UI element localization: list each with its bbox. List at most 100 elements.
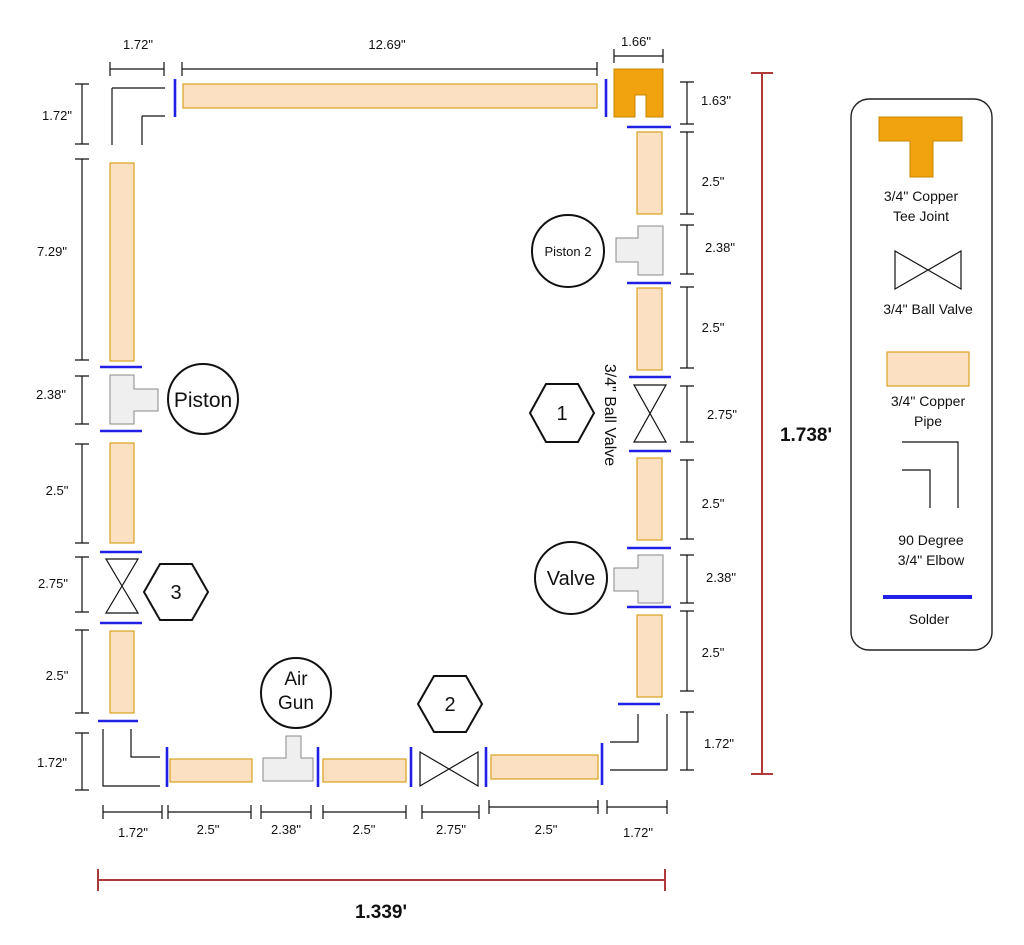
dim-line: [680, 610, 694, 692]
top-left-elbow: [111, 87, 165, 145]
dim-total-height: 1.738': [780, 425, 832, 446]
dim-line: [680, 459, 694, 540]
bottom-pipe-3: [490, 754, 599, 780]
dim-left-valve: 2.75": [38, 576, 68, 591]
piston-label: Piston: [174, 389, 232, 412]
dim-right-pipe-4: 2.5": [702, 645, 725, 660]
dim-bottom-elbow-r: 1.72": [623, 825, 653, 840]
right-pipe-2: [636, 287, 663, 371]
bottom-pipe-1: [169, 758, 253, 783]
legend-solder-label: Solder: [909, 611, 950, 627]
dim-top-pipe: 12.69": [368, 37, 406, 52]
dim-line: [680, 224, 694, 275]
dim-total-width-line: [97, 869, 666, 891]
dim-right-tee-2: 2.38": [706, 570, 736, 585]
dim-bottom-tee: 2.38": [271, 822, 301, 837]
right-pipe-4: [636, 614, 663, 698]
dim-bottom-elbow-l: 1.72": [118, 825, 148, 840]
top-pipe: [182, 83, 598, 109]
dim-line: [181, 62, 598, 76]
bottom-ball-valve: [419, 750, 479, 788]
piston2-label: Piston 2: [545, 244, 592, 259]
left-pipe-long: [109, 162, 135, 362]
dim-line: [421, 805, 480, 819]
dim-top-tee: 1.66": [621, 34, 651, 49]
legend-tee-icon: [878, 116, 963, 178]
dim-line: [322, 805, 407, 819]
dim-right-tee-1: 2.38": [705, 240, 735, 255]
top-right-tee: [613, 68, 664, 118]
valve-3-number: 3: [170, 582, 181, 604]
valve-2-number: 2: [444, 694, 455, 716]
dim-line: [680, 81, 694, 125]
valve-1-hexagon: [528, 383, 596, 443]
dim-line: [680, 286, 694, 369]
valve-label-circle: [534, 541, 608, 615]
right-ball-valve: [632, 384, 668, 443]
dim-line: [75, 83, 89, 145]
piston-label-circle: [167, 363, 239, 435]
bottom-tee: [262, 735, 314, 782]
bottom-pipe-2: [322, 758, 407, 783]
dim-left-elbow: 1.72": [42, 108, 72, 123]
dim-line: [109, 62, 165, 76]
dim-line: [606, 800, 668, 814]
dim-right-valve: 2.75": [707, 407, 737, 422]
legend-elbow-label-1: 90 Degree: [898, 532, 964, 548]
valve-label: Valve: [547, 568, 596, 590]
legend-ball-valve-label: 3/4" Ball Valve: [883, 301, 973, 317]
dim-line: [680, 131, 694, 215]
dim-line: [680, 554, 694, 604]
dim-total-height-line: [751, 72, 773, 775]
left-pipe-2: [109, 630, 135, 714]
dim-line: [488, 800, 599, 814]
dim-line: [102, 805, 163, 819]
air-gun-label-line1: Air: [284, 669, 308, 690]
bottom-right-elbow: [610, 714, 668, 771]
dim-line: [613, 49, 664, 63]
dim-bottom-pipe-1: 2.5": [197, 822, 220, 837]
dim-bottom-valve: 2.75": [436, 822, 466, 837]
bottom-left-elbow: [102, 729, 160, 787]
dim-left-pipe-2: 2.5": [46, 668, 69, 683]
legend-pipe-icon: [886, 351, 970, 387]
left-tee: [109, 374, 159, 425]
valve-3-hexagon: [142, 563, 210, 621]
dim-right-tee: 1.63": [701, 93, 731, 108]
dim-line: [680, 711, 694, 771]
dim-line: [75, 629, 89, 714]
dim-right-pipe-2: 2.5": [702, 320, 725, 335]
dim-right-pipe-1: 2.5": [702, 174, 725, 189]
dim-left-bottom-elbow: 1.72": [37, 755, 67, 770]
right-tee-2: [613, 554, 664, 604]
dim-left-tee: 2.38": [36, 387, 66, 402]
piston2-label-circle: [531, 214, 605, 288]
dim-line: [75, 443, 89, 544]
dim-line: [167, 805, 252, 819]
dim-line: [75, 375, 89, 425]
dim-right-pipe-3: 2.5": [702, 496, 725, 511]
dim-left-pipe-1: 2.5": [46, 483, 69, 498]
legend-ball-valve-icon: [894, 249, 962, 291]
legend-tee-label-2: Tee Joint: [893, 208, 949, 224]
air-gun-label-line2: Gun: [278, 693, 314, 714]
left-ball-valve: [104, 558, 140, 614]
dim-line: [75, 556, 89, 613]
right-pipe-1: [636, 131, 663, 215]
dim-line: [75, 158, 89, 361]
right-tee-1: [615, 225, 664, 276]
dim-left-pipe-long: 7.29": [37, 244, 67, 259]
dim-line: [680, 385, 694, 443]
dim-top-elbow: 1.72": [123, 37, 153, 52]
legend-elbow-label-2: 3/4" Elbow: [898, 552, 965, 568]
right-pipe-3: [636, 457, 663, 541]
legend-pipe-label-1: 3/4" Copper: [891, 393, 966, 409]
dim-line: [75, 732, 89, 791]
air-gun-label-circle: [260, 657, 332, 729]
left-pipe-1: [109, 442, 135, 544]
legend-pipe-label-2: Pipe: [914, 413, 942, 429]
dim-total-width: 1.339': [355, 902, 407, 923]
dim-right-bottom-elbow: 1.72": [704, 736, 734, 751]
dim-bottom-pipe-2: 2.5": [353, 822, 376, 837]
